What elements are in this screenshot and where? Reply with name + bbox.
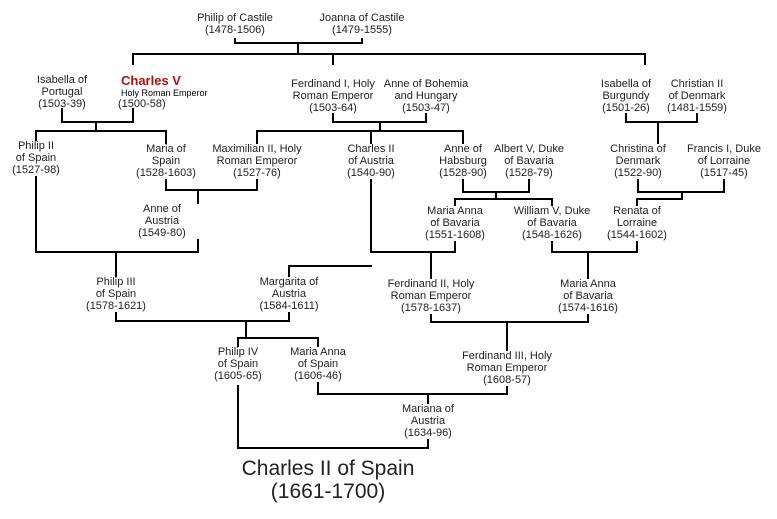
person-francis-i-of-lorraine: Francis I, Duke of Lorraine (1517-45): [687, 143, 761, 179]
person-maria-anna-of-bavaria-1574: Maria Anna of Bavaria (1574-1616): [558, 278, 618, 314]
person-renata-of-lorraine: Renata of Lorraine (1544-1602): [607, 205, 667, 241]
person-isabella-of-portugal: Isabella of Portugal (1503-39): [36, 74, 88, 110]
person-ferdinand-iii: Ferdinand III, Holy Roman Emperor (1608-…: [462, 350, 552, 386]
person-ferdinand-ii: Ferdinand II, Holy Roman Emperor (1578-1…: [387, 278, 475, 314]
person-charles-ii-of-austria: Charles II of Austria (1540-90): [347, 143, 395, 179]
person-ferdinand-i: Ferdinand I, Holy Roman Emperor (1503-64…: [291, 78, 375, 114]
charles-v-name: Charles V: [121, 73, 181, 88]
person-maria-anna-of-bavaria-1551: Maria Anna of Bavaria (1551-1608): [425, 205, 485, 241]
person-philip-ii: Philip II of Spain (1527-98): [12, 140, 60, 176]
person-anne-of-austria: Anne of Austria (1549-80): [138, 203, 186, 239]
person-charles-ii-of-spain: Charles II of Spain (1661-1700): [241, 457, 415, 503]
person-maria-of-spain: Maria of Spain (1528-1603): [136, 143, 196, 179]
person-philip-iii: Philip III of Spain (1578-1621): [86, 276, 146, 312]
person-maria-anna-of-spain: Maria Anna of Spain (1606-46): [290, 346, 346, 382]
charles-v-title: Holy Roman Emperor: [121, 88, 208, 98]
person-william-v: William V, Duke of Bavaria (1548-1626): [513, 205, 591, 241]
person-christina-of-denmark: Christina of Denmark (1522-90): [610, 143, 666, 179]
person-albert-v: Albert V, Duke of Bavaria (1528-79): [494, 143, 564, 179]
person-anne-of-bohemia: Anne of Bohemia and Hungary (1503-47): [383, 78, 469, 114]
person-joanna-of-castile: Joanna of Castile (1479-1555): [319, 12, 405, 36]
person-maximilian-ii: Maximilian II, Holy Roman Emperor (1527-…: [212, 143, 302, 179]
person-margarita-of-austria: Margarita of Austria (1584-1611): [259, 276, 319, 312]
person-isabella-of-burgundy: Isabella of Burgundy (1501-26): [600, 78, 652, 114]
charles-v-dates: (1500-58): [118, 98, 166, 110]
person-philip-iv: Philip IV of Spain (1605-65): [214, 346, 262, 382]
person-philip-of-castile: Philip of Castile (1478-1506): [197, 12, 273, 36]
person-anne-of-habsburg: Anne of Habsburg (1528-90): [439, 143, 487, 179]
person-mariana-of-austria: Mariana of Austria (1634-96): [402, 403, 454, 439]
person-christian-ii: Christian II of Denmark (1481-1559): [667, 78, 727, 114]
